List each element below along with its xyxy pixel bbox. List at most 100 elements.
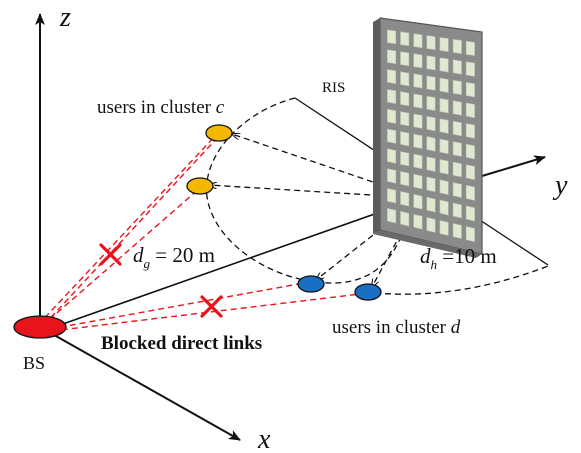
ris-element <box>439 77 449 93</box>
ris-element <box>426 196 436 213</box>
blocked-link-c1 <box>37 133 218 326</box>
ris-element <box>387 148 397 164</box>
ris-element <box>400 191 410 207</box>
user-d1 <box>297 275 325 293</box>
ris-element <box>439 37 449 53</box>
ris-element <box>400 111 410 127</box>
ris-element <box>465 123 475 139</box>
ris-element <box>452 182 462 198</box>
blocked-link-c2 <box>41 187 201 327</box>
ris-element <box>426 55 436 71</box>
ris-element <box>465 205 475 222</box>
ris-element <box>452 202 462 219</box>
ris-element <box>413 93 423 109</box>
ris-element <box>413 153 423 170</box>
ris-element <box>439 118 449 134</box>
ris-element <box>465 164 475 181</box>
ris-element <box>387 29 397 45</box>
ris-element <box>426 156 436 172</box>
ris-element <box>400 131 410 147</box>
bs-node <box>13 315 67 339</box>
ris-element <box>465 40 475 56</box>
ris-element <box>426 95 436 111</box>
bs-ris-distance-line <box>59 197 421 326</box>
ris-element <box>465 82 475 98</box>
ris-element <box>413 214 423 230</box>
ris-element <box>400 91 410 107</box>
ris-element <box>439 179 449 195</box>
ris-element <box>426 136 436 152</box>
ris-element <box>400 31 410 47</box>
ris-label: RIS <box>322 80 345 96</box>
ris-element <box>439 138 449 155</box>
ris-element <box>465 61 475 77</box>
ris-element <box>439 199 449 216</box>
ris-element <box>426 116 436 132</box>
dh-label: dh =10 m <box>420 244 497 272</box>
cluster-c-label: users in cluster c <box>97 97 225 118</box>
ris-element <box>439 159 449 175</box>
ris-element <box>439 98 449 114</box>
y-axis-label: y <box>552 170 568 201</box>
ris-element <box>439 220 449 236</box>
ris-element <box>465 226 475 243</box>
cluster-d-label: users in cluster d <box>332 317 461 338</box>
y-axis <box>481 155 546 177</box>
ris-element-grid <box>387 29 475 243</box>
ris-element <box>400 51 410 67</box>
ris-element <box>387 49 397 65</box>
ris-element <box>465 184 475 201</box>
ris-link-d2 <box>372 197 421 287</box>
ris-element <box>413 133 423 149</box>
blocked-link-c1b <box>43 135 220 326</box>
ris-element <box>413 33 423 49</box>
ris-element <box>413 53 423 69</box>
ris-element <box>452 161 462 178</box>
ris-element <box>387 168 397 184</box>
blocked-link-d1 <box>49 282 305 330</box>
ris-element <box>426 176 436 193</box>
ris-element <box>400 210 410 227</box>
ris-element <box>465 102 475 119</box>
ris-element <box>413 173 423 190</box>
user-c1 <box>205 124 233 142</box>
x-axis-label: x <box>257 424 271 453</box>
ris-element <box>387 108 397 124</box>
user-c2 <box>186 177 214 195</box>
ris-panel <box>373 17 483 258</box>
ris-element <box>400 151 410 167</box>
ris-element <box>465 143 475 160</box>
ris-element <box>452 223 462 239</box>
ris-element <box>452 120 462 137</box>
ris-element <box>387 89 397 104</box>
ris-element <box>387 188 397 204</box>
ris-element <box>400 171 410 187</box>
ris-element <box>452 59 462 75</box>
x-mark-icon <box>99 243 122 266</box>
ris-element <box>426 217 436 233</box>
x-axis <box>39 326 241 441</box>
ris-element <box>387 69 397 85</box>
x-mark-icon <box>200 295 223 318</box>
ris-element <box>452 100 462 116</box>
ris-element <box>413 73 423 89</box>
bs-label: BS <box>23 353 45 373</box>
ris-element <box>452 141 462 157</box>
z-axis-label: z <box>59 2 71 33</box>
cluster-d-arc <box>374 265 549 295</box>
dg-label: dg = 20 m <box>133 243 215 271</box>
ris-element <box>439 57 449 73</box>
blocked-links-label: Blocked direct links <box>101 333 262 354</box>
ris-element <box>452 79 462 96</box>
ris-element <box>400 71 410 87</box>
ris-element <box>426 75 436 91</box>
ris-element <box>413 113 423 129</box>
user-d2 <box>354 283 382 301</box>
ris-element <box>387 207 397 224</box>
ris-element <box>413 193 423 210</box>
cluster-c-arc <box>205 97 411 284</box>
ris-element <box>426 35 436 51</box>
ris-element <box>387 128 397 144</box>
